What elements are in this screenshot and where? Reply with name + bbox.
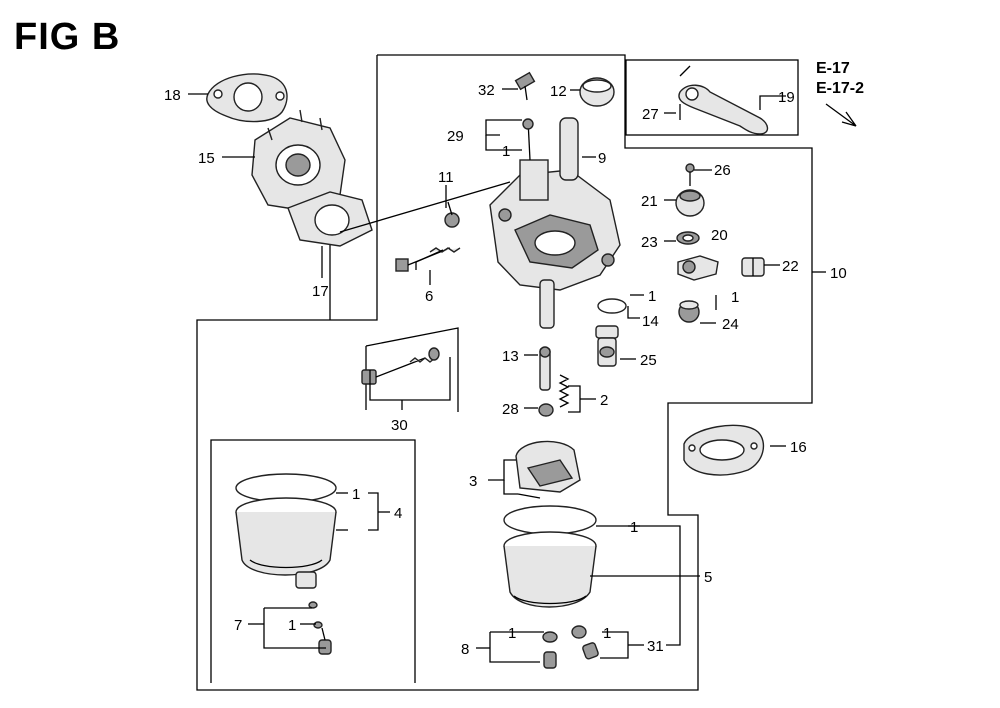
callout-25[interactable]: 25	[640, 352, 657, 369]
callout-6[interactable]: 6	[425, 288, 433, 305]
gasket-18[interactable]	[206, 73, 288, 123]
float-3[interactable]	[515, 440, 581, 499]
callout-26[interactable]: 26	[714, 162, 731, 179]
callout-20[interactable]: 20	[711, 227, 728, 244]
callout-7[interactable]: 7	[234, 617, 242, 634]
callout-4[interactable]: 4	[394, 505, 402, 522]
spring-2[interactable]	[558, 374, 570, 408]
cap-12[interactable]	[579, 77, 615, 107]
callout-5[interactable]: 5	[704, 569, 712, 586]
nozzle-13[interactable]	[539, 346, 551, 391]
nut-24[interactable]	[678, 300, 700, 323]
callout-27[interactable]: 27	[642, 106, 659, 123]
gasket-17[interactable]	[287, 191, 373, 247]
needle-28[interactable]	[538, 403, 554, 417]
screw-29[interactable]	[522, 118, 534, 161]
callout-1-c[interactable]: 1	[731, 289, 739, 306]
screw-8[interactable]	[543, 651, 557, 669]
callout-29[interactable]: 29	[447, 128, 464, 145]
callout-1-d[interactable]: 1	[352, 486, 360, 503]
callout-1-f[interactable]: 1	[288, 617, 296, 634]
callout-8[interactable]: 8	[461, 641, 469, 658]
callout-1-h[interactable]: 1	[603, 625, 611, 642]
callout-1-g[interactable]: 1	[508, 625, 516, 642]
callout-9[interactable]: 9	[598, 150, 606, 167]
callout-31[interactable]: 31	[647, 638, 664, 655]
reference-arrow-icon	[825, 103, 857, 127]
callout-22[interactable]: 22	[782, 258, 799, 275]
washer-23[interactable]	[676, 231, 700, 245]
callout-21[interactable]: 21	[641, 193, 658, 210]
lever-subgroup-box	[625, 59, 799, 136]
callout-24[interactable]: 24	[722, 316, 739, 333]
callout-2[interactable]: 2	[600, 392, 608, 409]
float-bowl-5[interactable]	[503, 505, 597, 608]
callout-23[interactable]: 23	[641, 234, 658, 251]
o-ring-14[interactable]	[597, 298, 627, 314]
lever-19[interactable]	[678, 65, 769, 135]
drain-screw-7[interactable]	[318, 627, 332, 655]
jet-25[interactable]	[595, 325, 619, 367]
gasket-16[interactable]	[683, 424, 765, 476]
gasket-7[interactable]	[308, 601, 323, 629]
callout-17[interactable]: 17	[312, 283, 329, 300]
callout-3[interactable]: 3	[469, 473, 477, 490]
washer-31[interactable]	[571, 625, 587, 639]
callout-32[interactable]: 32	[478, 82, 495, 99]
callout-12[interactable]: 12	[550, 83, 567, 100]
screw-11[interactable]	[444, 201, 460, 228]
part-20[interactable]	[677, 255, 719, 281]
callout-14[interactable]: 14	[642, 313, 659, 330]
callout-1-a[interactable]: 1	[502, 143, 510, 160]
figure-title: FIG B	[14, 16, 121, 58]
screw-31[interactable]	[582, 642, 599, 660]
bowl-assembly-box	[210, 439, 416, 683]
screw-30[interactable]	[361, 347, 440, 385]
screw-6[interactable]	[395, 247, 461, 272]
part-21[interactable]	[675, 189, 705, 217]
screw-32[interactable]	[514, 71, 536, 101]
callout-11[interactable]: 11	[438, 169, 454, 186]
clip-22[interactable]	[741, 257, 765, 277]
callout-1-e[interactable]: 1	[630, 519, 638, 536]
callout-leaders	[188, 88, 826, 663]
screw-26[interactable]	[685, 163, 695, 186]
callout-1-b[interactable]: 1	[648, 288, 656, 305]
callout-labels: 18 15 17 32 12 29 1 9 11 6 19 27 26 21 2…	[164, 82, 847, 658]
reference-e17[interactable]: E-17	[816, 60, 850, 77]
screw-subgroup-box	[365, 327, 459, 412]
callout-28[interactable]: 28	[502, 401, 519, 418]
callout-15[interactable]: 15	[198, 150, 215, 167]
callout-30[interactable]: 30	[391, 417, 408, 434]
callout-13[interactable]: 13	[502, 348, 519, 365]
carburetor-body[interactable]	[489, 117, 621, 329]
callout-18[interactable]: 18	[164, 87, 181, 104]
float-bowl-4[interactable]	[235, 473, 337, 589]
assembly-boundary	[196, 54, 813, 691]
washer-8[interactable]	[542, 631, 558, 643]
callout-16[interactable]: 16	[790, 439, 807, 456]
callout-10[interactable]: 10	[830, 265, 847, 282]
insulator-15[interactable]	[251, 109, 346, 211]
reference-e17-2[interactable]: E-17-2	[816, 80, 865, 97]
callout-19[interactable]: 19	[778, 89, 795, 106]
